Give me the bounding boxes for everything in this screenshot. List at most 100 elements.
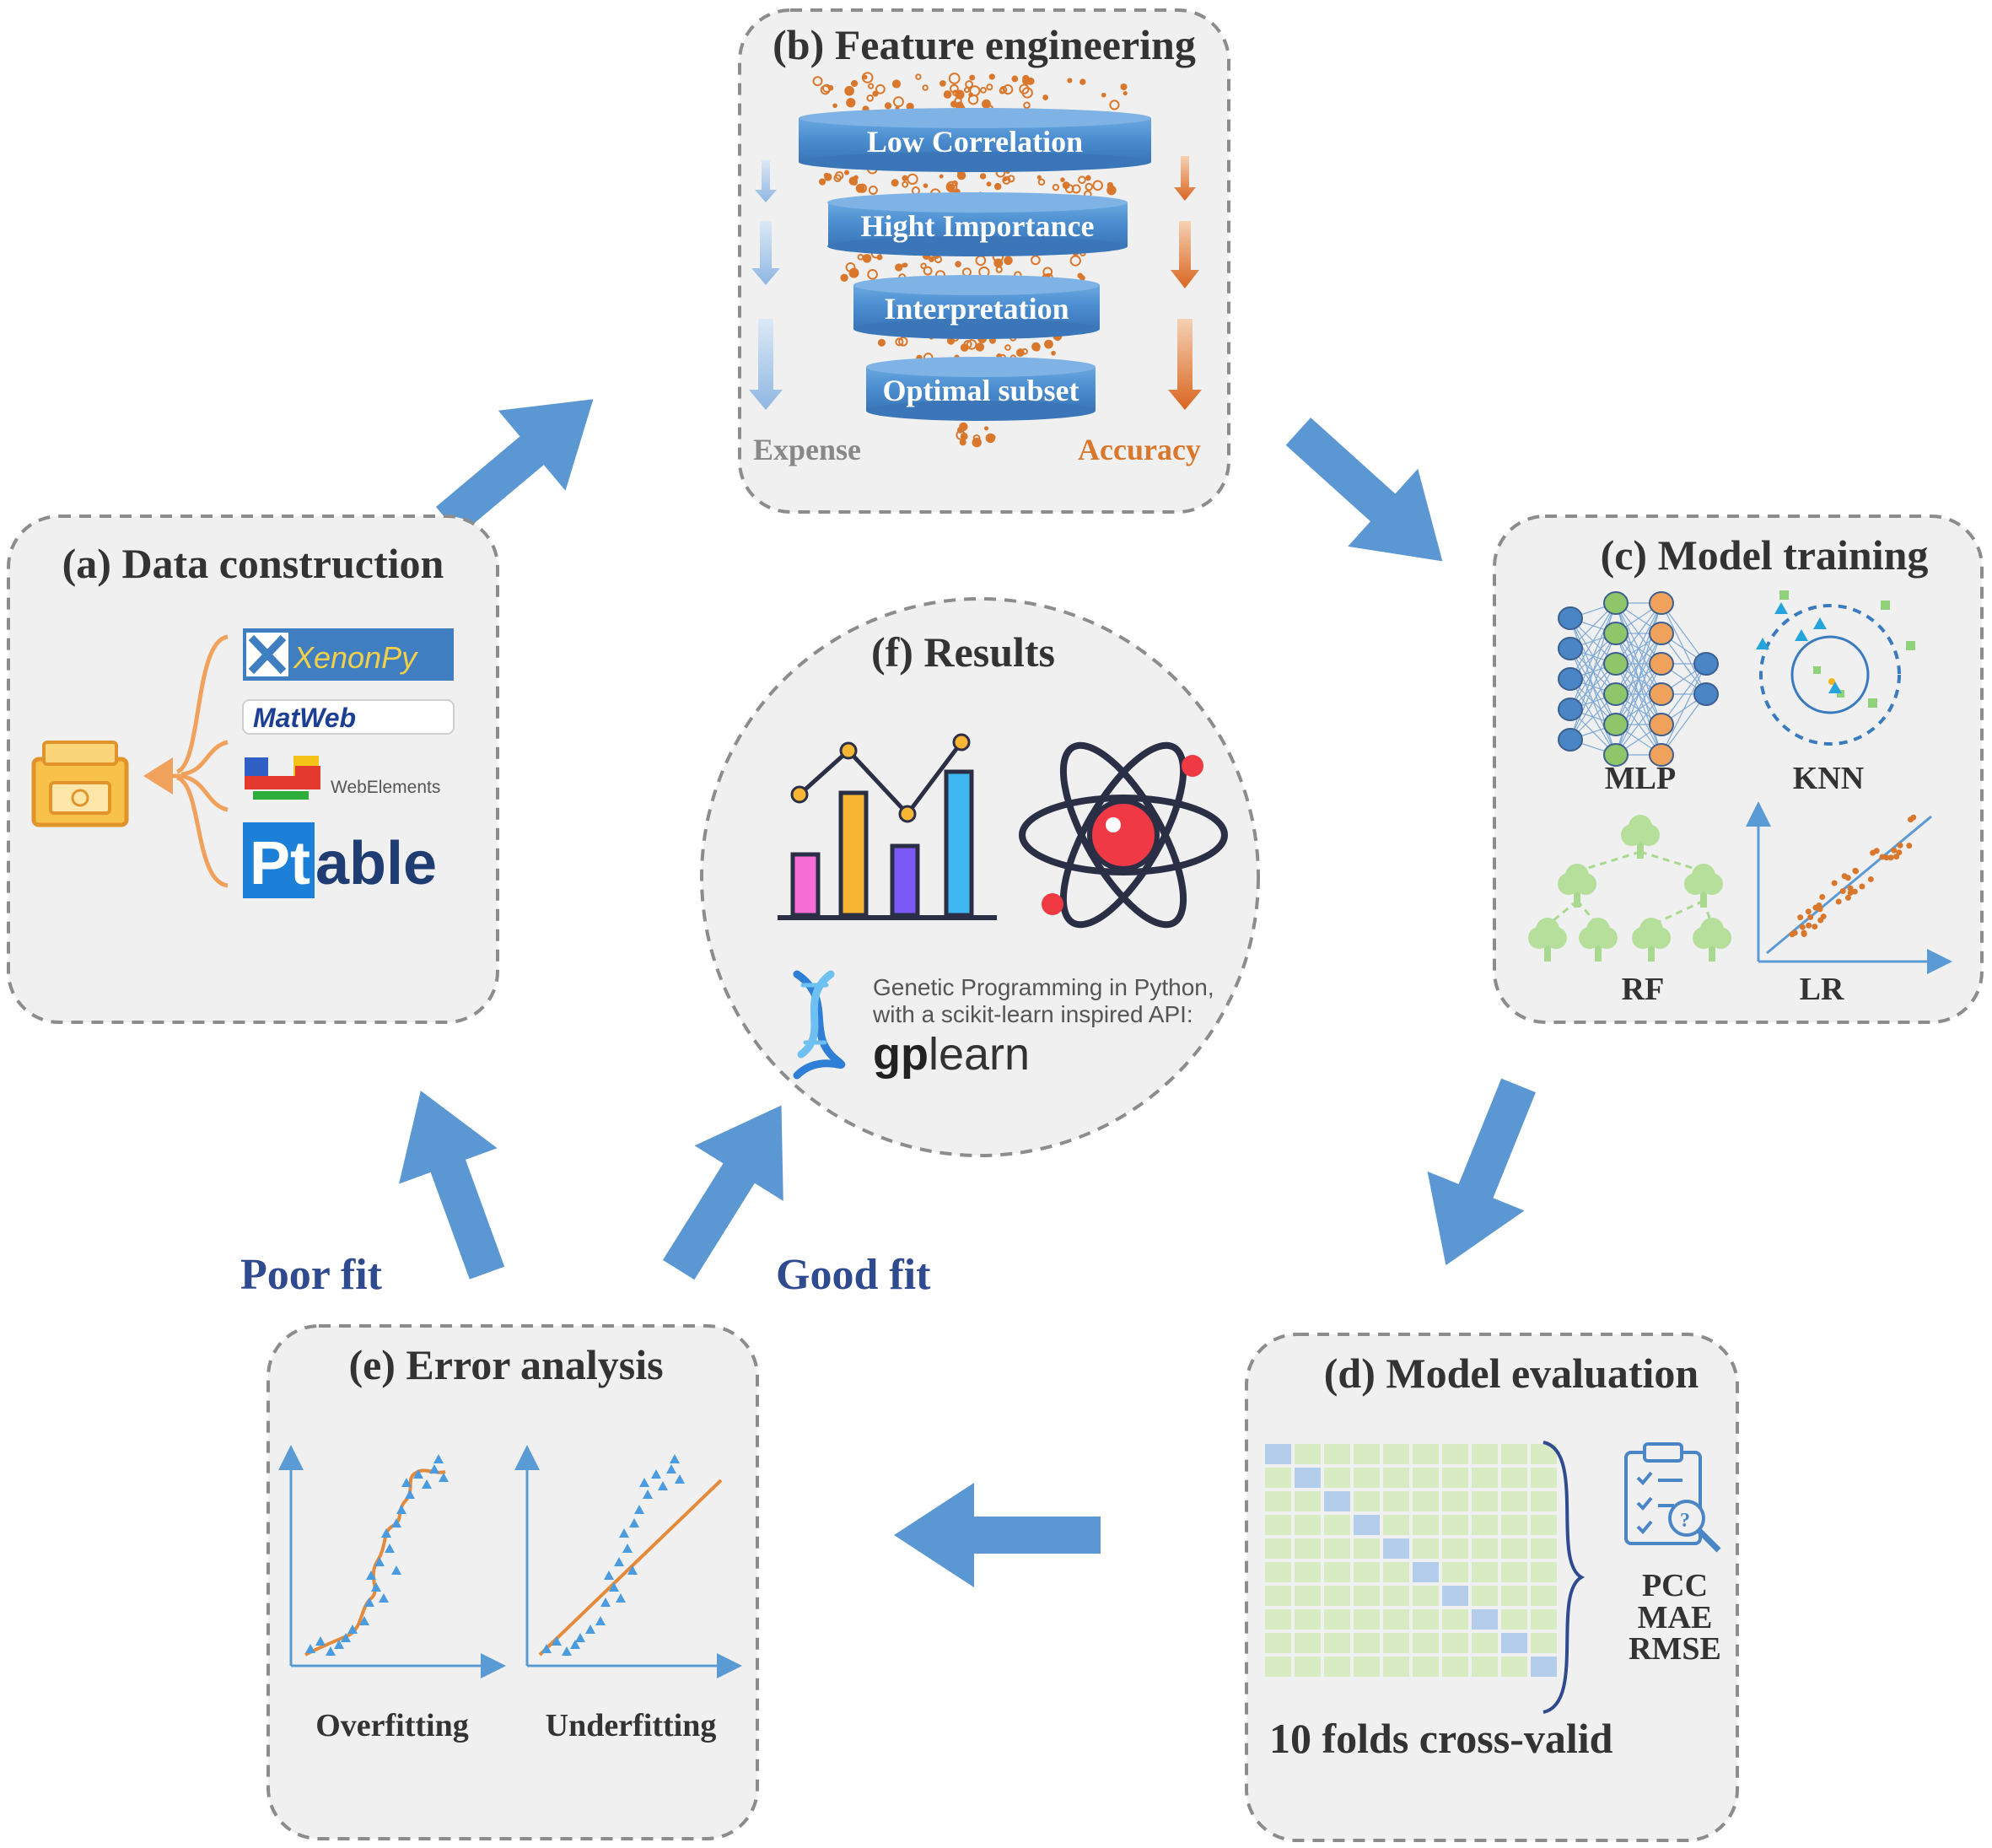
particle bbox=[948, 73, 961, 84]
cv-cell bbox=[1413, 1491, 1439, 1511]
panel-title: (f) Results bbox=[871, 628, 1055, 676]
particle bbox=[1092, 180, 1103, 191]
flow-arrows bbox=[399, 399, 1536, 1587]
cv-cell bbox=[1295, 1515, 1321, 1535]
network-edge bbox=[1615, 602, 1662, 695]
sample-point bbox=[670, 1454, 680, 1463]
network-node bbox=[1603, 743, 1629, 767]
network-edge bbox=[1615, 602, 1662, 665]
cv-cell bbox=[1265, 1515, 1291, 1535]
cv-cell bbox=[1442, 1609, 1468, 1630]
svg-text:Optimal subset: Optimal subset bbox=[882, 374, 1079, 407]
cv-cell bbox=[1413, 1657, 1439, 1677]
cv-cell bbox=[1531, 1491, 1557, 1511]
particle bbox=[966, 339, 977, 350]
particle bbox=[902, 180, 909, 188]
cv-cell bbox=[1501, 1609, 1527, 1630]
network-edge bbox=[1661, 663, 1707, 725]
particle bbox=[1022, 77, 1031, 86]
svg-text:Low Correlation: Low Correlation bbox=[867, 125, 1083, 159]
cv-cell bbox=[1442, 1491, 1468, 1511]
cv-cell bbox=[1295, 1633, 1321, 1653]
cv-cell bbox=[1295, 1468, 1321, 1488]
case-label: Underfitting bbox=[546, 1708, 717, 1743]
sample-point bbox=[422, 1479, 432, 1489]
cv-cell bbox=[1324, 1586, 1350, 1606]
cv-cell bbox=[1413, 1633, 1439, 1653]
particle bbox=[963, 340, 972, 349]
particle bbox=[939, 80, 946, 87]
sample-point bbox=[552, 1636, 562, 1646]
panel-title: (e) Error analysis bbox=[348, 1341, 663, 1388]
sample-point bbox=[575, 1633, 585, 1642]
mlp-network-icon bbox=[1558, 591, 1719, 767]
sample-point bbox=[401, 1478, 412, 1487]
network-edge bbox=[1569, 602, 1617, 710]
scatter-point bbox=[1887, 854, 1894, 861]
model-label: RF bbox=[1622, 972, 1665, 1007]
bar-line-chart-icon bbox=[778, 733, 997, 920]
sample-point bbox=[622, 1544, 633, 1553]
sample-point bbox=[643, 1490, 653, 1499]
cv-cell bbox=[1354, 1562, 1380, 1582]
particle bbox=[980, 86, 987, 94]
cv-cell bbox=[1295, 1491, 1321, 1511]
cv-cell bbox=[1383, 1609, 1409, 1630]
cv-cell bbox=[1442, 1515, 1468, 1535]
particle bbox=[920, 262, 927, 270]
scatter-point bbox=[1883, 854, 1890, 861]
particle bbox=[861, 72, 874, 84]
cv-cell bbox=[1383, 1633, 1409, 1653]
cv-cell bbox=[1501, 1633, 1527, 1653]
sample-point bbox=[541, 1644, 552, 1653]
svg-text:XenonPy: XenonPy bbox=[293, 640, 418, 675]
particle bbox=[982, 99, 991, 109]
panel-model-training: (c) Model training MLP KNN RF L bbox=[1493, 515, 1984, 1024]
particle bbox=[843, 170, 850, 175]
scatter-point bbox=[1835, 898, 1842, 905]
scatter-point bbox=[1799, 924, 1806, 930]
cv-cell bbox=[1354, 1491, 1380, 1511]
network-edge bbox=[1615, 602, 1662, 725]
particle bbox=[1079, 275, 1085, 281]
sample-point bbox=[405, 1490, 415, 1499]
particle bbox=[858, 183, 868, 193]
panel-data-construction: (a) Data construction XenonPy MatWeb bbox=[7, 515, 499, 1024]
tree-icon bbox=[1632, 918, 1671, 962]
model-label: LR bbox=[1800, 972, 1844, 1007]
particle bbox=[1015, 348, 1025, 358]
sample-point bbox=[364, 1597, 374, 1607]
tree-icon bbox=[1693, 918, 1731, 962]
cv-cell bbox=[1265, 1538, 1291, 1559]
particle bbox=[902, 262, 907, 268]
particle bbox=[946, 337, 956, 345]
cv-cell bbox=[1413, 1586, 1439, 1606]
cv-cell bbox=[1354, 1468, 1380, 1488]
particle bbox=[812, 76, 823, 87]
particle bbox=[1106, 185, 1117, 196]
tree-icon bbox=[1684, 864, 1723, 908]
cv-cell bbox=[1531, 1657, 1557, 1677]
particle bbox=[846, 98, 856, 108]
cv-cell bbox=[1413, 1562, 1439, 1582]
particle bbox=[1042, 94, 1049, 101]
cv-cell bbox=[1501, 1468, 1527, 1488]
cv-cell bbox=[1413, 1609, 1439, 1630]
particle bbox=[876, 254, 883, 261]
accuracy-label: Accuracy bbox=[1078, 433, 1201, 466]
clipboard-search-icon: ? bbox=[1624, 1442, 1721, 1553]
cv-cell bbox=[1472, 1444, 1498, 1464]
network-node bbox=[1603, 622, 1629, 645]
cv-cell bbox=[1354, 1515, 1380, 1535]
particle bbox=[946, 183, 956, 192]
particle bbox=[1067, 78, 1073, 84]
particle bbox=[1071, 184, 1081, 194]
sample-point bbox=[629, 1518, 639, 1527]
particle bbox=[988, 73, 995, 80]
scatter-point bbox=[1893, 854, 1900, 860]
cv-cell bbox=[1472, 1586, 1498, 1606]
svg-text:Interpretation: Interpretation bbox=[884, 292, 1069, 326]
particle bbox=[923, 266, 933, 276]
particle bbox=[986, 181, 992, 187]
particle bbox=[1055, 336, 1061, 342]
